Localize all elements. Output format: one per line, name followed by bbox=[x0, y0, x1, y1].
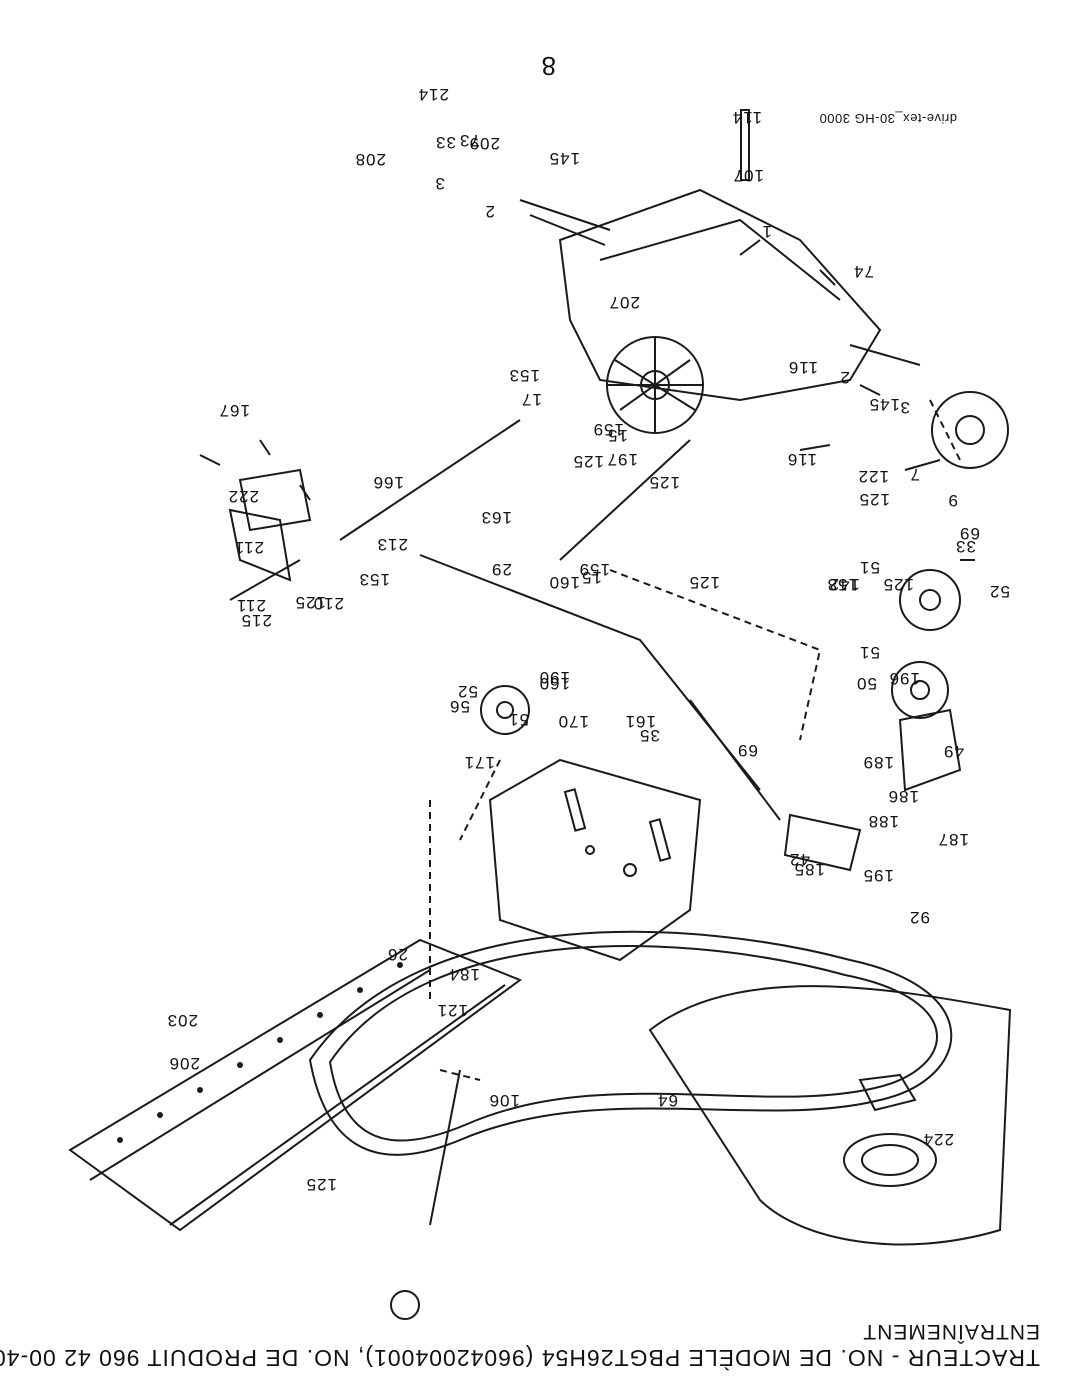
callout-label: 158 bbox=[826, 575, 858, 594]
callout-label: 50 bbox=[856, 674, 877, 693]
callout-label: 196 bbox=[888, 669, 920, 688]
page-subtitle: ENTRAÎNEMENT bbox=[862, 1320, 1040, 1343]
callout-label: 64 bbox=[657, 1091, 678, 1110]
callout-label: 3 bbox=[899, 398, 910, 417]
callout-label: 170 bbox=[557, 712, 589, 731]
callout-label: 125 bbox=[305, 1175, 337, 1194]
callout-label: 69 bbox=[737, 741, 758, 760]
callout-label: 125 bbox=[858, 490, 890, 509]
callout-label: 125 bbox=[882, 575, 914, 594]
callout-label: 206 bbox=[168, 1054, 200, 1073]
callout-label: 161 bbox=[624, 712, 656, 731]
callout-label: 52 bbox=[989, 582, 1010, 601]
callout-label: 121 bbox=[436, 1001, 468, 1020]
callout-label: 3 bbox=[434, 174, 445, 193]
callout-label: 145 bbox=[868, 395, 900, 414]
callout-label: 153 bbox=[508, 366, 540, 385]
callout-label: 125 bbox=[648, 473, 680, 492]
callout-label: 153 bbox=[358, 570, 390, 589]
callout-label: 2 bbox=[484, 202, 495, 221]
callout-label: 125 bbox=[688, 573, 720, 592]
callout-label: 51 bbox=[508, 710, 529, 729]
callout-label: 171 bbox=[463, 753, 495, 772]
callout-label: 7 bbox=[909, 465, 920, 484]
callout-label: 195 bbox=[862, 866, 894, 885]
callout-label: 51 bbox=[859, 643, 880, 662]
callout-label: 203 bbox=[166, 1011, 198, 1030]
page-number: 8 bbox=[541, 51, 556, 81]
callout-label: 145 bbox=[548, 149, 580, 168]
callout-label: 222 bbox=[227, 487, 259, 506]
callout-label: 187 bbox=[937, 830, 969, 849]
callout-label: 210 bbox=[312, 594, 344, 613]
callout-label: 106 bbox=[488, 1091, 520, 1110]
callout-label: 215 bbox=[240, 611, 272, 630]
callout-label: 159 bbox=[578, 560, 610, 579]
callout-label: 9 bbox=[947, 491, 958, 510]
callout-label: 224 bbox=[922, 1130, 954, 1149]
callout-label: 74 bbox=[853, 262, 874, 281]
callout-label: 211 bbox=[233, 538, 264, 557]
callout-label: 116 bbox=[787, 358, 818, 377]
callout-label: 33 bbox=[435, 133, 456, 152]
callout-label: 26 bbox=[387, 945, 408, 964]
callout-label: 69 bbox=[959, 524, 980, 543]
callout-label: 189 bbox=[862, 753, 894, 772]
callout-label: 188 bbox=[867, 812, 899, 831]
callout-label: 122 bbox=[857, 467, 889, 486]
callout-label: 107 bbox=[732, 166, 764, 185]
callout-label: 213 bbox=[376, 535, 408, 554]
callout-label: 209 bbox=[468, 134, 500, 153]
callout-label: 185 bbox=[793, 860, 825, 879]
callout-label: 116 bbox=[786, 450, 817, 469]
callout-label: 214 bbox=[417, 85, 449, 104]
callout-label: 2 bbox=[839, 368, 850, 387]
callout-label: 51 bbox=[859, 558, 880, 577]
callout-label: 167 bbox=[218, 401, 250, 420]
callout-label: 56 bbox=[449, 697, 470, 716]
callout-label: 159 bbox=[592, 420, 624, 439]
callout-label: 186 bbox=[887, 787, 919, 806]
callout-label: 29 bbox=[491, 560, 512, 579]
callout-label: 166 bbox=[372, 473, 404, 492]
callout-label: 197 bbox=[606, 450, 638, 469]
callout-label: 208 bbox=[354, 150, 386, 169]
callout-label: 184 bbox=[448, 965, 480, 984]
callout-label: 92 bbox=[909, 908, 930, 927]
callout-label: 114 bbox=[731, 108, 762, 127]
callout-label: 1 bbox=[761, 222, 772, 241]
drawing-identifier: drive-tex_30-HG 3000 bbox=[819, 111, 957, 126]
callout-label: 160 bbox=[548, 573, 580, 592]
callout-label: 207 bbox=[608, 293, 640, 312]
callout-label: 49 bbox=[943, 742, 964, 761]
callout-label: 17 bbox=[521, 390, 542, 409]
callout-label: 125 bbox=[572, 452, 604, 471]
page-title: TRACTEUR - NO. DE MODÈLE PBGT26H54 (9604… bbox=[0, 1345, 1040, 1371]
callout-label: 163 bbox=[480, 508, 512, 527]
callout-label: 190 bbox=[538, 668, 570, 687]
